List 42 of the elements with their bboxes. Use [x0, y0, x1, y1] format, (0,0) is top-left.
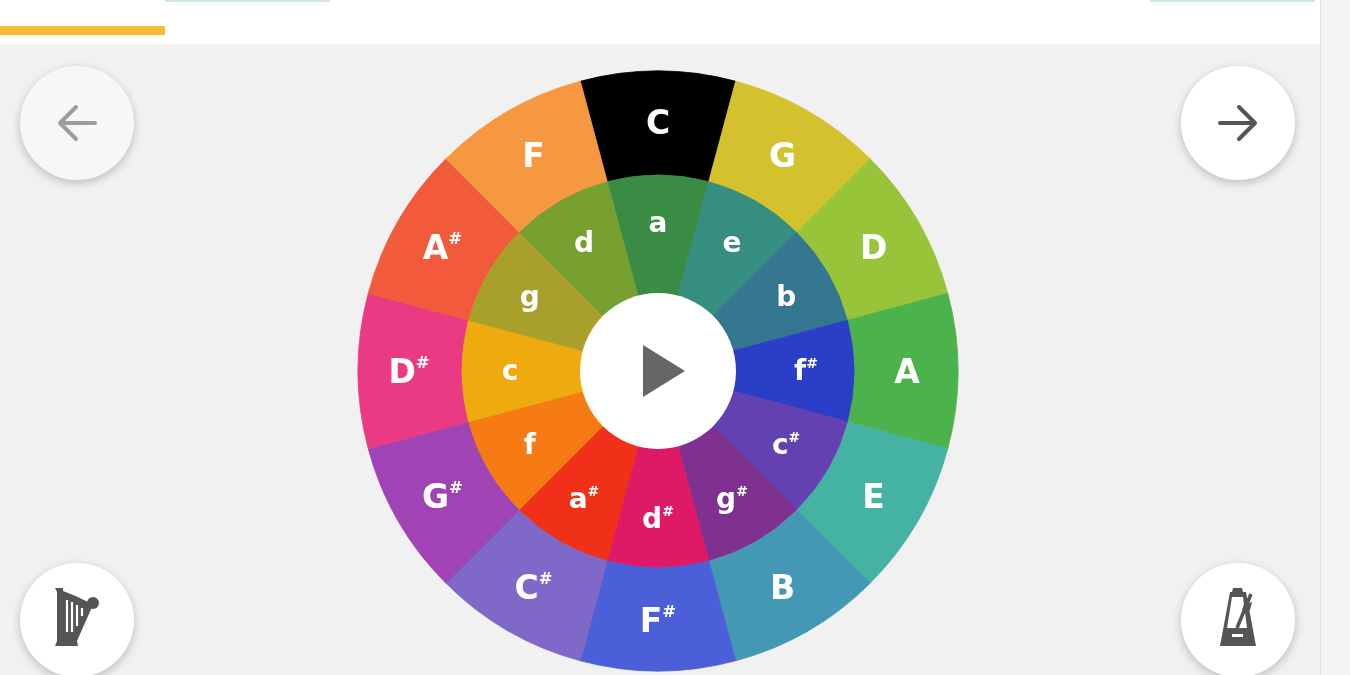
note-label: C	[645, 105, 671, 139]
note-label: c$^{#}$	[772, 431, 801, 459]
note-label: A	[894, 354, 920, 388]
key-segment	[847, 293, 958, 449]
note-label: f$^{#}$	[794, 357, 818, 385]
key-segment	[445, 509, 608, 661]
note-label: A$^{#}$	[422, 230, 463, 263]
key-segment	[796, 158, 948, 321]
note-label: D	[859, 230, 888, 263]
key-segment	[677, 181, 797, 318]
note-label: C$^{#}$	[514, 570, 553, 604]
key-segment	[519, 424, 639, 561]
key-segment	[468, 232, 605, 352]
note-label: a$^{#}$	[568, 485, 600, 514]
note-label: G$^{#}$	[421, 479, 463, 512]
key-segment	[519, 181, 639, 318]
note-label: F	[522, 138, 545, 172]
key-segment	[731, 320, 854, 422]
key-segment	[368, 158, 520, 321]
key-segment	[580, 560, 736, 671]
note-label: e	[722, 228, 742, 257]
note-label: d$^{#}$	[642, 505, 674, 533]
note-label: B	[769, 570, 796, 604]
note-label: f	[523, 431, 536, 459]
key-segment	[711, 232, 848, 352]
note-label: G	[768, 138, 797, 172]
key-segment	[607, 444, 709, 567]
note-label: c	[501, 357, 519, 385]
note-label: D$^{#}$	[388, 354, 430, 388]
key-segment	[468, 390, 605, 510]
note-label: F$^{#}$	[639, 603, 677, 637]
key-segment	[358, 293, 469, 449]
note-label: E	[862, 479, 885, 512]
note-label: g	[519, 283, 540, 311]
note-label: d	[574, 228, 594, 257]
key-segment	[462, 320, 585, 422]
note-label: b	[776, 283, 797, 311]
key-segment	[708, 81, 871, 233]
note-label: g$^{#}$	[716, 485, 748, 514]
key-segment	[580, 71, 736, 182]
note-label: a	[648, 209, 668, 237]
key-segment	[607, 175, 709, 298]
